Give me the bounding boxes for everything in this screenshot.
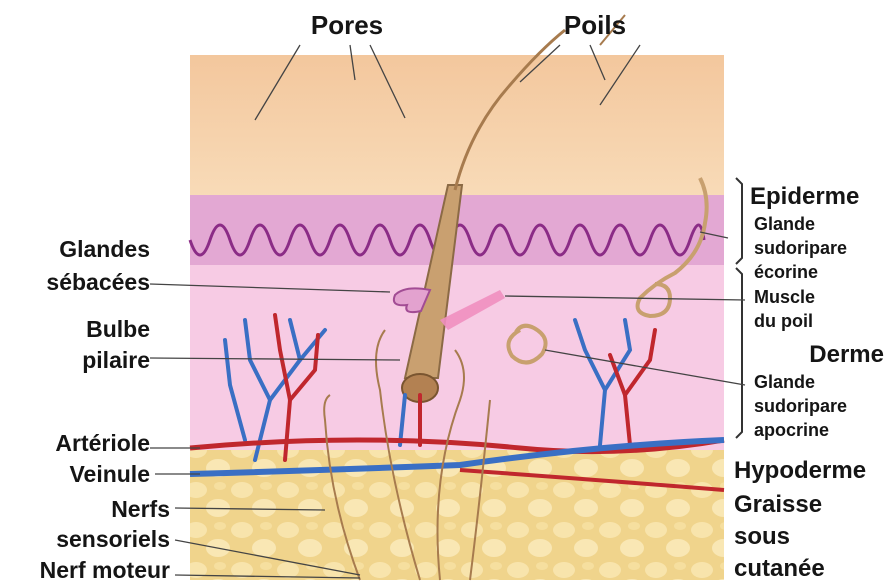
label-nerfs: Nerfs	[111, 496, 170, 522]
label-pilaire: pilaire	[82, 347, 150, 373]
label-poils: Poils	[564, 10, 626, 40]
label-glande-eccrine-3: écorine	[754, 262, 818, 282]
label-epiderme: Epiderme	[750, 183, 859, 210]
label-sebacees: sébacées	[46, 269, 150, 295]
label-graisse-2: sous	[734, 523, 790, 550]
label-nerf-moteur: Nerf moteur	[40, 557, 170, 583]
label-graisse-1: Graisse	[734, 491, 822, 518]
label-bulbe: Bulbe	[86, 316, 150, 342]
layer-bracket	[736, 178, 742, 438]
label-sensoriels: sensoriels	[56, 526, 170, 552]
label-derme: Derme	[809, 341, 884, 368]
surface-layer	[190, 55, 724, 197]
label-pores: Pores	[311, 10, 383, 40]
label-muscle-2: du poil	[754, 311, 813, 331]
label-glande-eccrine-1: Glande	[754, 214, 815, 234]
label-glandes: Glandes	[59, 236, 150, 262]
label-glande-apocrine-2: sudoripare	[754, 396, 847, 416]
label-hypoderme: Hypoderme	[734, 457, 866, 484]
label-glande-eccrine-2: sudoripare	[754, 238, 847, 258]
label-muscle-1: Muscle	[754, 287, 815, 307]
label-graisse-3: cutanée	[734, 555, 825, 582]
label-glande-apocrine-1: Glande	[754, 372, 815, 392]
label-glande-apocrine-3: apocrine	[754, 420, 829, 440]
label-veinule: Veinule	[69, 461, 150, 487]
label-arteriole: Artériole	[55, 430, 150, 456]
